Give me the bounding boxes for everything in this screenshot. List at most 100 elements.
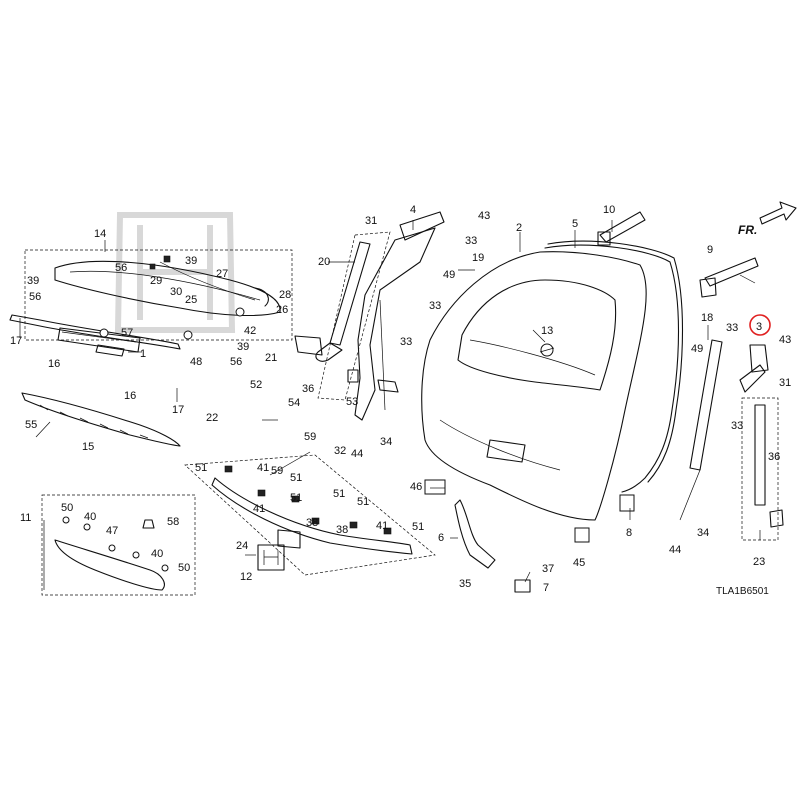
callout-33: 33 — [726, 322, 738, 334]
tailgate-panel — [421, 251, 647, 521]
callout-29: 29 — [150, 275, 162, 287]
callout-50: 50 — [61, 502, 73, 514]
callout-33: 33 — [400, 336, 412, 348]
callout-23: 23 — [753, 556, 765, 568]
callout-22: 22 — [206, 412, 218, 424]
callout-34: 34 — [380, 436, 392, 448]
callout-30: 30 — [170, 286, 182, 298]
callout-51: 51 — [412, 521, 424, 533]
callout-37: 37 — [542, 563, 554, 575]
callout-3: 3 — [756, 321, 762, 333]
callout-38: 38 — [336, 524, 348, 536]
callout-50: 50 — [178, 562, 190, 574]
callout-39: 39 — [27, 275, 39, 287]
callout-16: 16 — [124, 390, 136, 402]
callout-43: 43 — [478, 210, 490, 222]
callout-28: 28 — [279, 289, 291, 301]
lower-molding — [21, 392, 181, 447]
callout-33: 33 — [731, 420, 743, 432]
callout-47: 47 — [106, 525, 118, 537]
callout-56: 56 — [230, 356, 242, 368]
callout-35: 35 — [459, 578, 471, 590]
front-direction-arrow — [759, 201, 797, 225]
callout-16: 16 — [48, 358, 60, 370]
callout-49: 49 — [691, 343, 703, 355]
callout-33: 33 — [429, 300, 441, 312]
callout-17: 17 — [172, 404, 184, 416]
callout-53: 53 — [346, 396, 358, 408]
callout-40: 40 — [84, 511, 96, 523]
direction-label: FR. — [738, 223, 757, 237]
callout-20: 20 — [318, 256, 330, 268]
callout-10: 10 — [603, 204, 615, 216]
callout-51: 51 — [357, 496, 369, 508]
latch-assembly — [424, 479, 635, 593]
callout-36: 36 — [768, 451, 780, 463]
callout-15: 15 — [82, 441, 94, 453]
callout-40: 40 — [151, 548, 163, 560]
callout-33: 33 — [465, 235, 477, 247]
callout-12: 12 — [240, 571, 252, 583]
callout-31: 31 — [365, 215, 377, 227]
callout-41: 41 — [257, 462, 269, 474]
diagram-code: TLA1B6501 — [716, 586, 769, 597]
callout-46: 46 — [410, 481, 422, 493]
callout-51: 51 — [290, 472, 302, 484]
callout-17: 17 — [10, 335, 22, 347]
callout-54: 54 — [288, 397, 300, 409]
callout-52: 52 — [250, 379, 262, 391]
callout-labels: 1234567891011121314151616171718192021222… — [10, 204, 791, 594]
callout-41: 41 — [376, 520, 388, 532]
callout-21: 21 — [265, 352, 277, 364]
callout-51: 51 — [195, 462, 207, 474]
callout-56: 56 — [115, 262, 127, 274]
callout-9: 9 — [707, 244, 713, 256]
callout-18: 18 — [701, 312, 713, 324]
callout-57: 57 — [121, 327, 133, 339]
callout-31: 31 — [779, 377, 791, 389]
spoiler-assembly — [24, 249, 293, 341]
callout-7: 7 — [543, 582, 549, 594]
callout-11: 11 — [20, 512, 31, 524]
callout-56: 56 — [29, 291, 41, 303]
callout-27: 27 — [216, 268, 228, 280]
callout-58: 58 — [167, 516, 179, 528]
callout-38: 38 — [306, 517, 318, 529]
callout-32: 32 — [334, 445, 346, 457]
callout-1: 1 — [140, 348, 146, 360]
side-brackets — [597, 211, 759, 298]
callout-19: 19 — [472, 252, 484, 264]
callout-5: 5 — [572, 218, 578, 230]
callout-36: 36 — [302, 383, 314, 395]
callout-34: 34 — [697, 527, 709, 539]
callout-6: 6 — [438, 532, 444, 544]
callout-26: 26 — [276, 304, 288, 316]
callout-39: 39 — [185, 255, 197, 267]
callout-48: 48 — [190, 356, 202, 368]
watermark-emblem — [114, 212, 236, 333]
callout-14: 14 — [94, 228, 106, 240]
callout-59: 59 — [304, 431, 316, 443]
callout-24: 24 — [236, 540, 248, 552]
hinge-assembly — [354, 211, 445, 421]
callout-49: 49 — [443, 269, 455, 281]
garnish-strips — [9, 314, 181, 357]
license-garnish — [41, 494, 196, 596]
highlight-ring — [749, 314, 771, 336]
callout-43: 43 — [779, 334, 791, 346]
callout-59: 59 — [271, 465, 283, 477]
tailgate-strut-right — [679, 339, 784, 541]
callout-51: 51 — [290, 492, 302, 504]
callout-42: 42 — [244, 325, 256, 337]
callout-39: 39 — [237, 341, 249, 353]
callout-44: 44 — [669, 544, 681, 556]
callout-41: 41 — [253, 503, 265, 515]
leader-lines — [19, 220, 761, 590]
callout-13: 13 — [541, 325, 553, 337]
tailgate-strut-left — [294, 231, 391, 401]
callout-45: 45 — [573, 557, 585, 569]
callout-8: 8 — [626, 527, 632, 539]
callout-4: 4 — [410, 204, 416, 216]
callout-2: 2 — [516, 222, 522, 234]
rear-garnish — [184, 454, 436, 576]
